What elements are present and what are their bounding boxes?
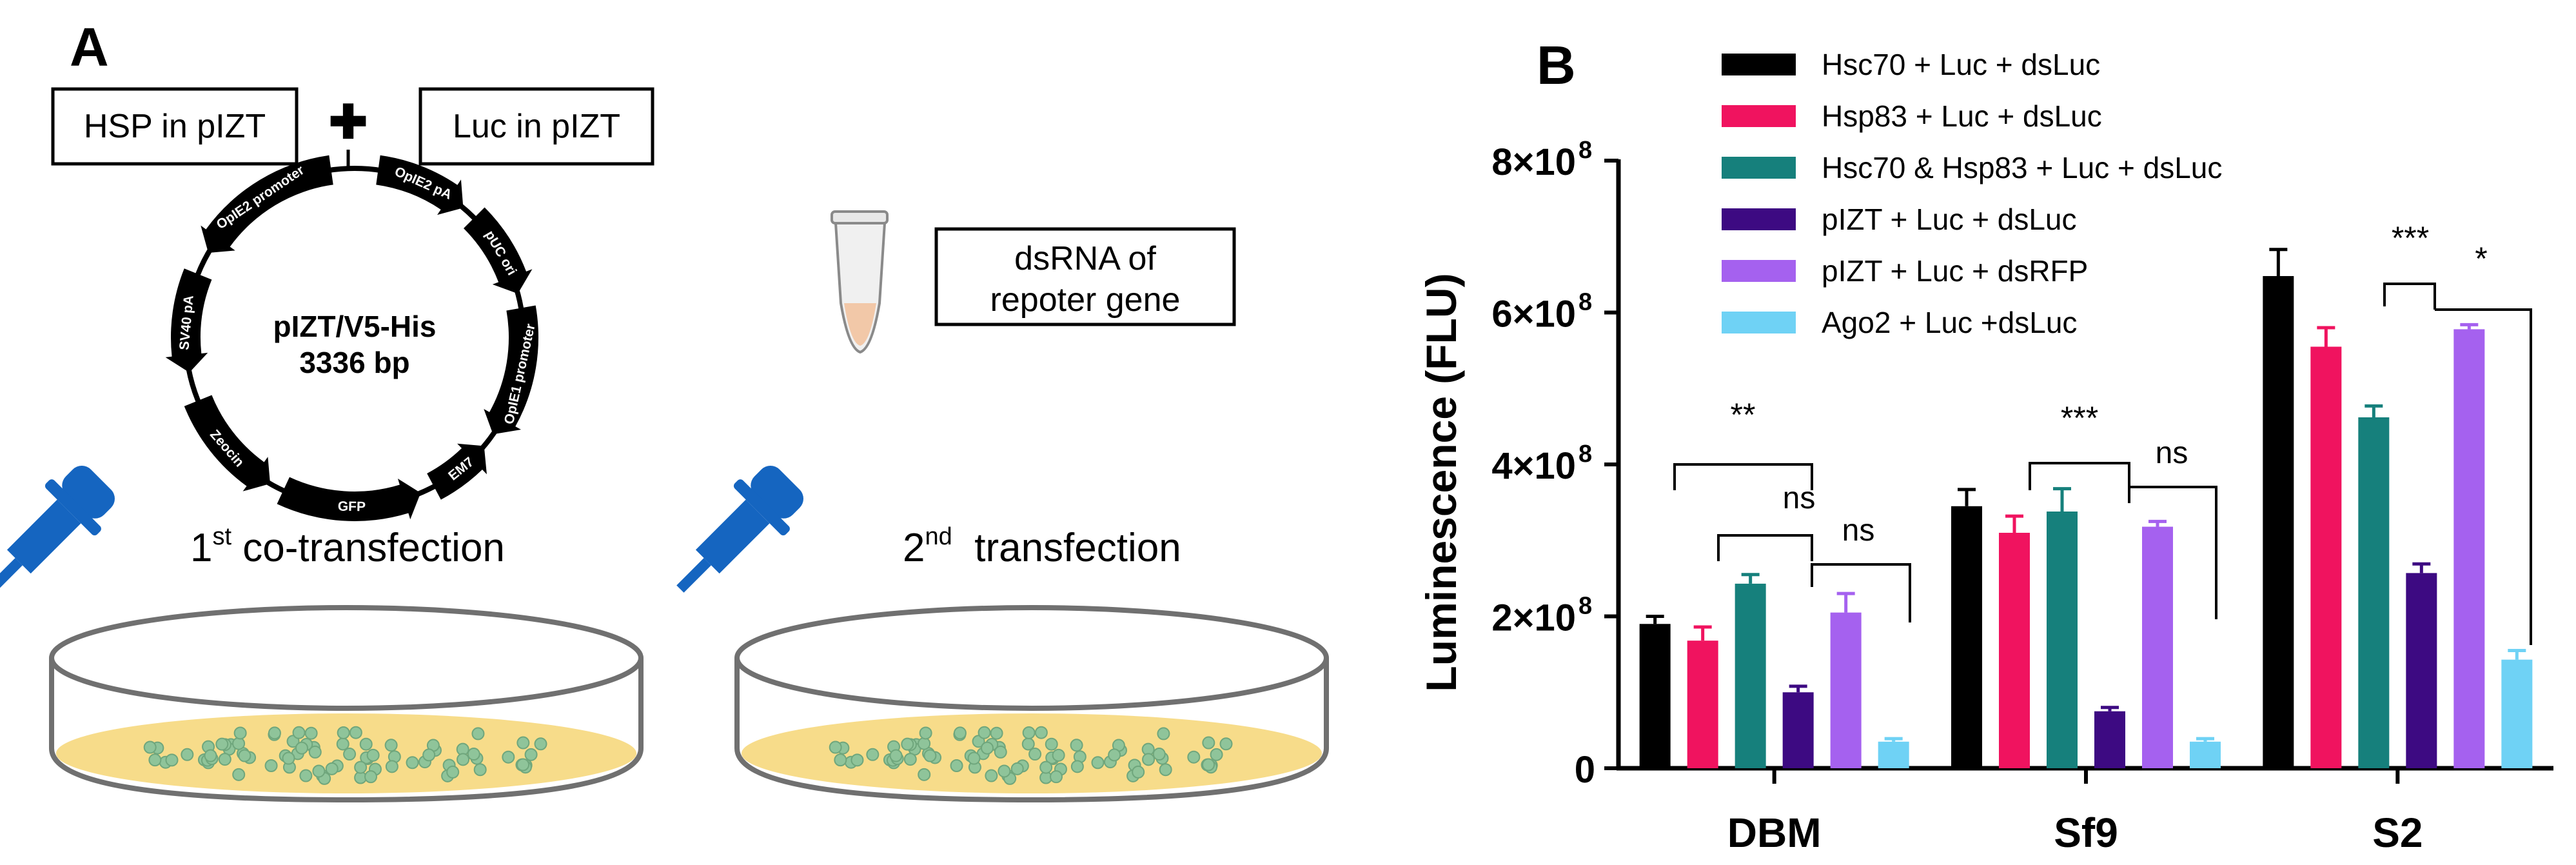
bar	[1878, 741, 1909, 768]
pipette-icon	[676, 466, 803, 593]
bar	[1687, 641, 1718, 768]
x-tick-label: DBM	[1727, 810, 1822, 856]
hsp-box-label: HSP in pIZT	[84, 108, 266, 145]
petri-dish-icon	[49, 605, 644, 803]
pipette-icon	[0, 466, 115, 593]
plasmid-feature-arrow	[165, 268, 212, 373]
bar	[1999, 532, 2030, 768]
legend-label: Ago2 + Luc +dsLuc	[1822, 306, 2077, 339]
bar	[2047, 512, 2078, 768]
plasmid-feature-label: OpIE2 promoter	[214, 163, 307, 232]
panel-a-label: A	[70, 17, 109, 77]
legend-swatch	[1722, 312, 1796, 333]
y-tick-label: 8×10	[1491, 141, 1576, 183]
y-tick-exponent: 8	[1578, 137, 1592, 164]
dsrna-box-line2: repoter gene	[990, 281, 1181, 319]
y-tick-exponent: 8	[1578, 593, 1592, 620]
bar	[2263, 275, 2294, 769]
legend-label: pIZT + Luc + dsRFP	[1822, 254, 2088, 288]
sig-dbm-2: ns	[1783, 481, 1816, 515]
bar	[2310, 346, 2342, 768]
petri-dish-icon	[734, 605, 1329, 803]
plasmid-feature-arrow	[376, 155, 464, 215]
plasmid-feature-label: GFP	[338, 499, 366, 515]
bar	[2453, 329, 2485, 768]
panel-a: A HSP in pIZT ✚ Luc in pIZT OpIE2 pApUC …	[0, 17, 1329, 803]
legend-swatch	[1722, 105, 1796, 127]
x-tick-label: Sf9	[2054, 810, 2118, 856]
plasmid-name: pIZT/V5-His	[273, 310, 436, 343]
legend-label: pIZT + Luc + dsLuc	[1822, 203, 2077, 236]
sig-s2-1: ***	[2392, 220, 2429, 256]
legend-label: Hsp83 + Luc + dsLuc	[1822, 99, 2102, 133]
plasmid-feature-arrow	[184, 395, 270, 492]
bar	[2501, 659, 2533, 768]
y-tick-exponent: 8	[1578, 441, 1592, 468]
legend-swatch	[1722, 54, 1796, 75]
hsp-box	[51, 87, 299, 166]
sig-dbm-1: **	[1731, 397, 1756, 433]
panel-b: B Luminescence (FLU) Hsc70 + Luc + dsLuc…	[1417, 35, 2553, 856]
dsrna-box	[934, 227, 1236, 326]
sig-s2-2: *	[2475, 241, 2487, 277]
bar	[2358, 417, 2390, 768]
legend-swatch	[1722, 208, 1796, 230]
legend-label: Hsc70 & Hsp83 + Luc + dsLuc	[1822, 151, 2222, 184]
y-axis-label: Luminescence (FLU)	[1417, 273, 1465, 691]
bar	[2190, 741, 2221, 768]
y-tick-label: 0	[1575, 749, 1595, 791]
significance-brackets	[1673, 283, 2532, 645]
sig-sf9-1: ***	[2061, 400, 2098, 436]
y-tick-label: 4×10	[1491, 445, 1576, 487]
y-tick-label: 6×10	[1491, 293, 1576, 335]
sig-sf9-2: ns	[2156, 436, 2188, 470]
bar	[2406, 573, 2437, 768]
dsrna-box-line1: dsRNA of	[1014, 240, 1156, 277]
plasmid-feature-arrow	[277, 477, 421, 522]
luc-box-label: Luc in pIZT	[453, 108, 620, 145]
plasmid-feature-arrow	[201, 155, 333, 253]
sig-dbm-3: ns	[1842, 513, 1875, 548]
plasmid-feature-arrow	[427, 443, 487, 500]
legend-swatch	[1722, 260, 1796, 282]
legend-label: Hsc70 + Luc + dsLuc	[1822, 48, 2100, 81]
step2-label: 2nd transfection	[903, 523, 1181, 570]
y-tick-label: 2×10	[1491, 597, 1576, 639]
plus-icon: ✚	[329, 97, 368, 148]
luc-box	[418, 87, 654, 166]
bar	[1782, 692, 1814, 768]
step1-label: 1st co-transfection	[190, 523, 505, 570]
bar	[2094, 711, 2125, 768]
plasmid-size: 3336 bp	[299, 346, 409, 379]
x-tick-label: S2	[2372, 810, 2423, 856]
bar	[1639, 624, 1671, 768]
legend-swatch	[1722, 157, 1796, 179]
bar	[1735, 583, 1766, 768]
tube-icon	[831, 210, 889, 354]
bar	[1830, 612, 1862, 768]
plasmid-feature-arrow	[484, 305, 538, 435]
plasmid-feature-arrow	[463, 207, 533, 294]
y-tick-exponent: 8	[1578, 289, 1592, 316]
bar	[2142, 526, 2173, 768]
bar	[1951, 506, 1982, 768]
panel-b-label: B	[1537, 35, 1576, 95]
